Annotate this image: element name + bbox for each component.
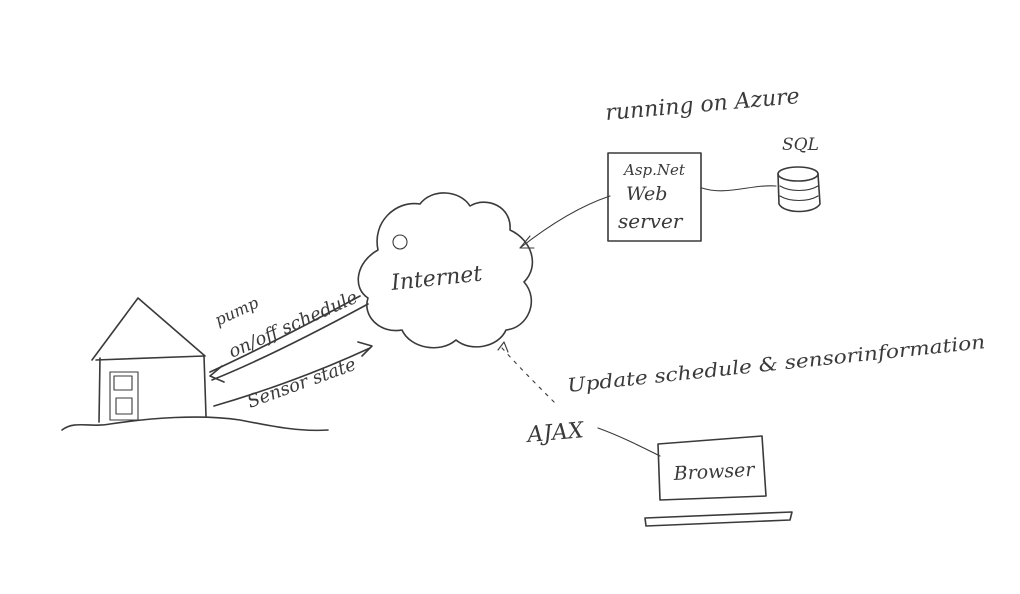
ground-line [61, 416, 329, 432]
web-server-label-3: server [618, 209, 684, 233]
schedule-arrow [209, 295, 369, 383]
sensor-state-label: Sensor state [245, 354, 359, 413]
internet-cloud-icon [357, 192, 534, 349]
update-label: Update schedule & sensorinformation [566, 331, 986, 397]
ajax-browser-link [597, 427, 661, 457]
sensor-state-arrow [213, 341, 373, 407]
running-on-label: running on Azure [604, 84, 800, 126]
ajax-link [501, 347, 557, 405]
house-icon [91, 297, 207, 423]
server-sql-link [701, 185, 777, 192]
internet-label: Internet [389, 262, 484, 297]
ajax-label: AJAX [524, 418, 586, 448]
web-server-label-2: Web [626, 183, 667, 205]
web-server-label-1: Asp.Net [622, 161, 686, 179]
internet-server-link [519, 195, 611, 249]
browser-label: Browser [672, 459, 757, 485]
database-icon [777, 166, 821, 213]
database-label: SQL [782, 135, 819, 155]
laptop-icon [644, 435, 793, 527]
pump-label: pump [212, 293, 262, 330]
web-server-box [607, 152, 702, 242]
